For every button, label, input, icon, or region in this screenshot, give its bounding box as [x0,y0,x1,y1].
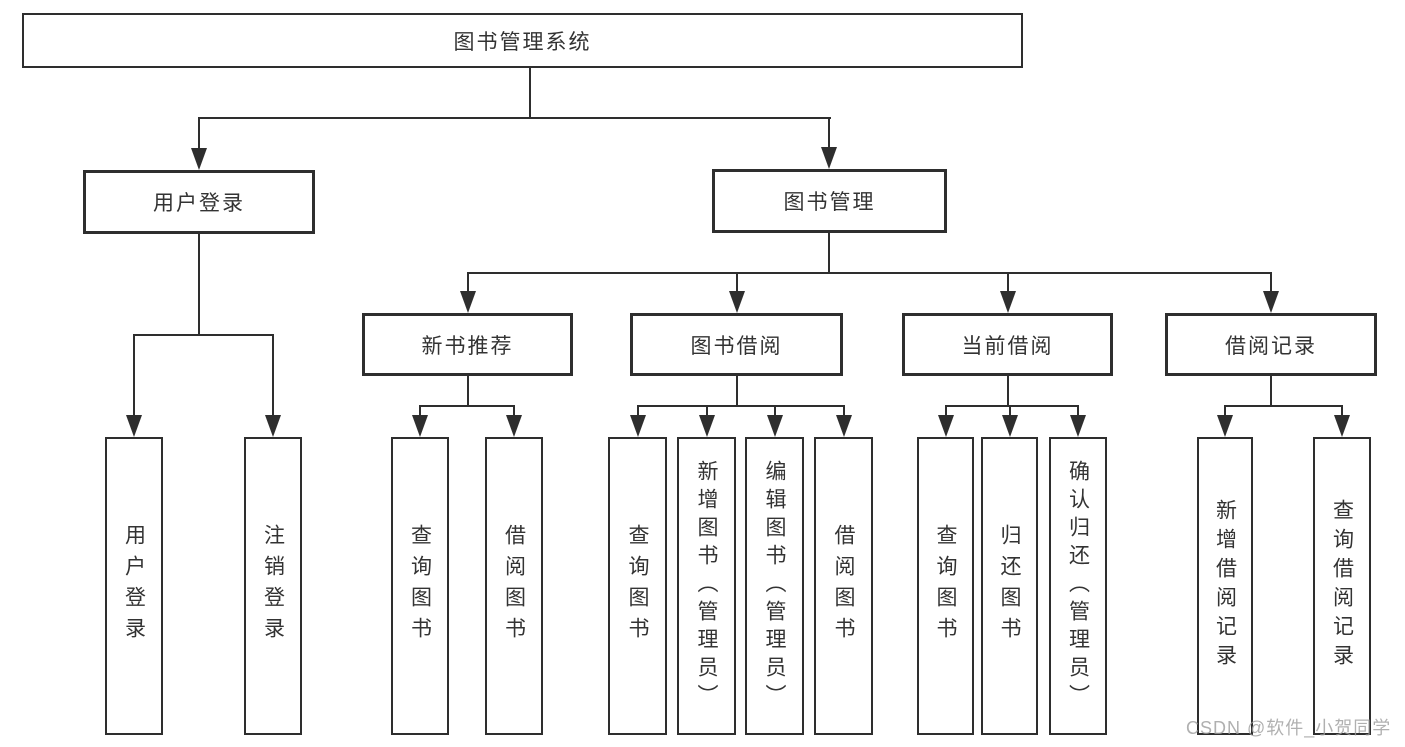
leaf-add-borrow-record-label: 新增借阅记录 [1213,499,1237,673]
connector-line [1270,272,1272,291]
connector-line [133,334,274,336]
connector-line [843,405,845,416]
leaf-borrow-book-1-label: 借阅图书 [502,524,526,648]
leaf-add-borrow-record: 新增借阅记录 [1197,437,1253,735]
arrowhead-down-icon [265,415,281,437]
leaf-logout: 注销登录 [244,437,302,735]
connector-line [828,117,830,148]
connector-line [529,68,531,118]
connector-line [1341,405,1343,416]
leaf-user-login-label: 用户登录 [122,524,146,648]
connector-line [513,405,515,416]
node-book-management: 图书管理 [712,169,947,233]
connector-line [1007,272,1009,291]
connector-line [198,117,831,119]
leaf-add-book-admin-label: 新增图书（管理员） [695,460,718,712]
connector-line [736,376,738,407]
arrowhead-down-icon [767,415,783,437]
node-borrow-record-label: 借阅记录 [1225,334,1317,358]
connector-line [706,405,708,416]
connector-line [467,376,469,407]
leaf-query-book-3-label: 查询图书 [934,524,957,648]
arrowhead-down-icon [1217,415,1233,437]
leaf-edit-book-admin-label: 编辑图书（管理员） [763,460,786,712]
arrowhead-down-icon [699,415,715,437]
leaf-borrow-book-1: 借阅图书 [485,437,543,735]
connector-line [419,405,515,407]
connector-line [133,334,135,415]
leaf-borrow-book-2: 借阅图书 [814,437,873,735]
connector-line [1009,405,1011,416]
arrowhead-down-icon [729,291,745,313]
node-new-book-recommend-label: 新书推荐 [421,334,514,358]
arrowhead-down-icon [506,415,522,437]
connector-line [198,117,200,149]
connector-line [828,233,830,274]
arrowhead-down-icon [460,291,476,313]
node-book-borrow-label: 图书借阅 [690,334,783,358]
connector-line [637,405,844,407]
arrowhead-down-icon [1263,291,1279,313]
leaf-user-login: 用户登录 [105,437,163,735]
arrowhead-down-icon [821,147,837,169]
node-book-borrow: 图书借阅 [630,313,843,376]
leaf-logout-label: 注销登录 [261,524,285,648]
leaf-query-borrow-record: 查询借阅记录 [1313,437,1371,735]
leaf-edit-book-admin: 编辑图书（管理员） [745,437,804,735]
leaf-confirm-return-admin-label: 确认归还（管理员） [1066,460,1090,712]
arrowhead-down-icon [1002,415,1018,437]
leaf-borrow-book-2-label: 借阅图书 [832,524,855,648]
node-borrow-record: 借阅记录 [1165,313,1377,376]
node-user-login-label: 用户登录 [153,192,245,215]
leaf-query-borrow-record-label: 查询借阅记录 [1330,499,1354,673]
arrowhead-down-icon [412,415,428,437]
node-book-management-label: 图书管理 [783,191,876,214]
node-current-borrow: 当前借阅 [902,313,1113,376]
arrowhead-down-icon [630,415,646,437]
node-current-borrow-label: 当前借阅 [961,334,1054,358]
connector-line [198,234,200,336]
arrowhead-down-icon [1334,415,1350,437]
leaf-query-book-2-label: 查询图书 [626,524,649,648]
arrowhead-down-icon [938,415,954,437]
connector-line [419,405,421,416]
arrowhead-down-icon [1070,415,1086,437]
csdn-watermark: CSDN @软件_小贺同学 [1186,718,1392,738]
arrowhead-down-icon [191,148,207,170]
connector-line [1077,405,1079,416]
connector-line [1224,405,1226,416]
leaf-query-book-1-label: 查询图书 [408,524,432,648]
connector-line [736,272,738,291]
connector-line [467,272,469,291]
connector-line [1007,376,1009,407]
connector-line [1224,405,1342,407]
connector-line [774,405,776,416]
leaf-query-book-2: 查询图书 [608,437,667,735]
leaf-return-book: 归还图书 [981,437,1038,735]
arrowhead-down-icon [1000,291,1016,313]
node-new-book-recommend: 新书推荐 [362,313,573,376]
leaf-return-book-label: 归还图书 [998,524,1021,648]
arrowhead-down-icon [126,415,142,437]
arrowhead-down-icon [836,415,852,437]
connector-line [272,334,274,415]
connector-line [637,405,639,416]
leaf-query-book-3: 查询图书 [917,437,974,735]
leaf-add-book-admin: 新增图书（管理员） [677,437,736,735]
connector-line [945,405,947,416]
node-root-label: 图书管理系统 [453,30,592,54]
node-user-login: 用户登录 [83,170,315,234]
leaf-confirm-return-admin: 确认归还（管理员） [1049,437,1107,735]
connector-line [945,405,1079,407]
connector-line [467,272,1272,274]
connector-line [1270,376,1272,407]
leaf-query-book-1: 查询图书 [391,437,449,735]
node-root: 图书管理系统 [22,13,1023,68]
